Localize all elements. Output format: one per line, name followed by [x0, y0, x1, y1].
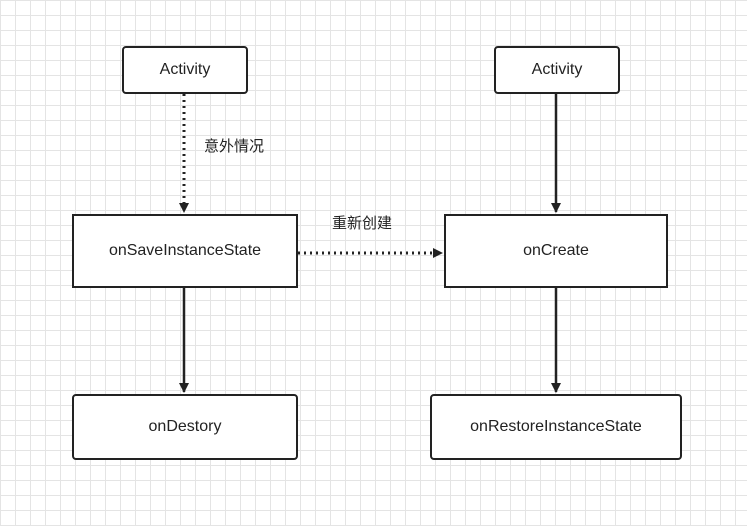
node-activity-left[interactable]: Activity	[122, 46, 248, 94]
node-label: onRestoreInstanceState	[470, 418, 642, 435]
node-on-create[interactable]: onCreate	[444, 214, 668, 288]
node-label: Activity	[531, 61, 583, 78]
node-on-destory[interactable]: onDestory	[72, 394, 298, 460]
node-label: onSaveInstanceState	[108, 242, 262, 259]
edge-label-recreate: 重新创建	[332, 214, 393, 232]
node-on-restore-instance-state[interactable]: onRestoreInstanceState	[430, 394, 682, 460]
node-label: onDestory	[148, 418, 222, 435]
node-label: onCreate	[523, 242, 589, 259]
node-activity-right[interactable]: Activity	[494, 46, 620, 94]
node-label: Activity	[159, 61, 211, 78]
edge-label-unexpected: 意外情况	[204, 137, 265, 155]
node-on-save-instance-state[interactable]: onSaveInstanceState	[72, 214, 298, 288]
